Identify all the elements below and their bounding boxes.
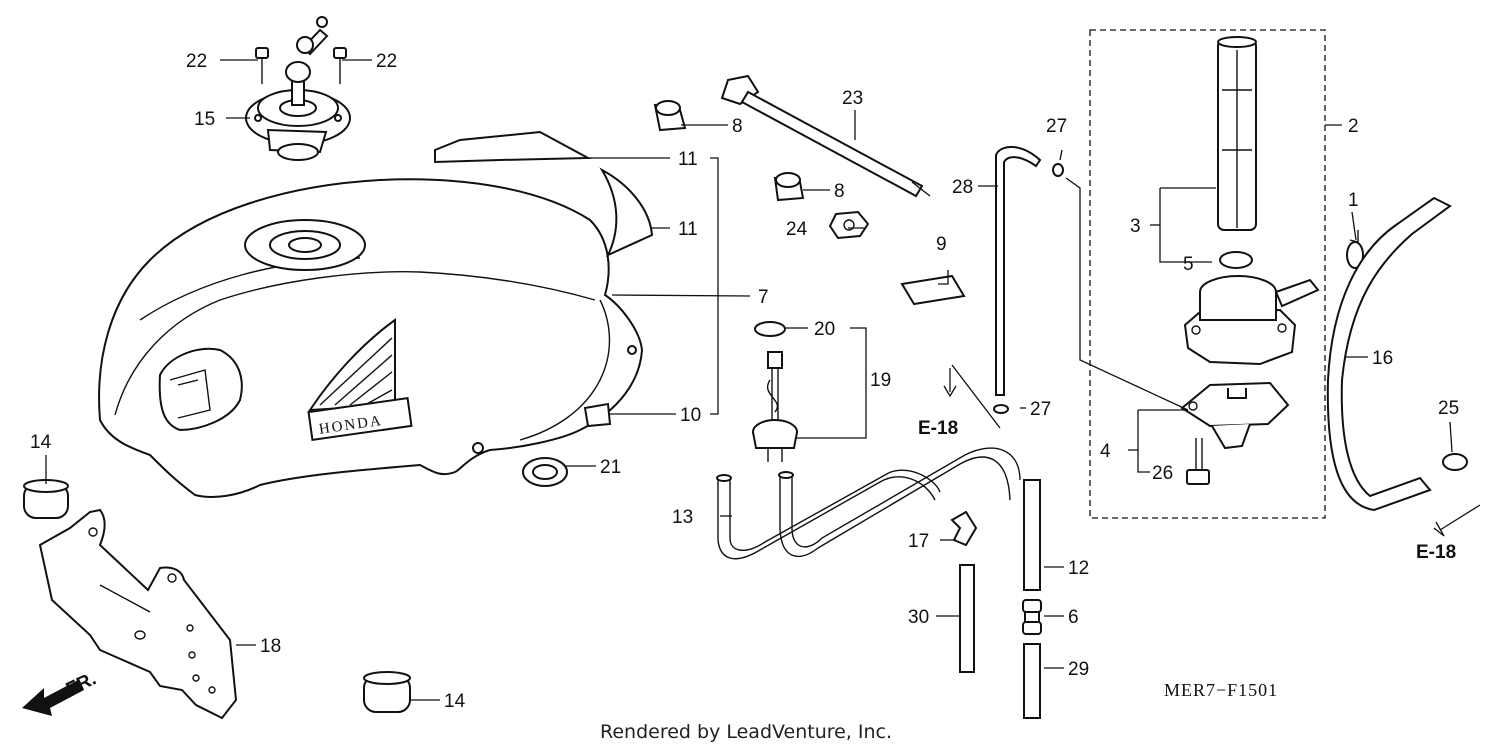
callout-28: 28	[952, 177, 973, 198]
callout-11-lower: 11	[678, 219, 698, 240]
fuel-hose	[1326, 196, 1452, 512]
sender-o-ring	[754, 321, 786, 337]
callout-21: 21	[600, 457, 621, 478]
fuel-tank: HONDA	[98, 178, 644, 498]
callout-2: 2	[1348, 116, 1359, 137]
callout-22-right: 22	[376, 51, 397, 72]
callout-20: 20	[814, 319, 835, 340]
front-arrow-icon	[22, 680, 84, 716]
render-credit: Rendered by LeadVenture, Inc.	[600, 721, 892, 743]
hose-cap	[1346, 230, 1364, 269]
reference-e18-left: E-18	[918, 418, 958, 439]
heat-guard	[38, 508, 238, 720]
grommet-upper	[653, 100, 687, 132]
valve-screw	[1186, 438, 1210, 485]
callout-4: 4	[1100, 441, 1111, 462]
callout-1: 1	[1348, 190, 1359, 211]
vent-tube	[1023, 643, 1041, 719]
callout-30: 30	[908, 607, 929, 628]
callout-24: 24	[786, 219, 808, 240]
fuel-strainer	[1217, 36, 1257, 231]
cap-bolt-right	[333, 47, 347, 84]
callout-16: 16	[1372, 348, 1393, 369]
callout-14-lower: 14	[444, 691, 466, 712]
cushion-lower	[363, 671, 411, 713]
tube-clip-upper	[1052, 163, 1064, 177]
callout-14-upper: 14	[30, 432, 52, 453]
tank-pad-lower	[599, 167, 654, 258]
callout-18: 18	[260, 636, 281, 657]
callout-9: 9	[936, 234, 947, 255]
reference-e18-right: E-18	[1416, 542, 1456, 563]
hose-clip	[583, 402, 612, 428]
long-bolt	[720, 74, 931, 198]
drain-hoses	[716, 447, 1021, 560]
callout-15: 15	[194, 109, 215, 130]
fuel-valve-body	[1183, 275, 1320, 366]
callout-23: 23	[842, 88, 863, 109]
breather-tube	[995, 146, 1042, 396]
callout-8-lower: 8	[834, 181, 845, 202]
tank-pad-upper	[434, 130, 592, 164]
callout-27-upper: 27	[1046, 116, 1067, 137]
callout-17: 17	[908, 531, 929, 552]
callout-numbers: 1 2 3 4 5 6 7 8 8 9 10 11 11 12 13 14 14…	[30, 51, 1459, 712]
ignition-key	[285, 16, 329, 106]
callout-3: 3	[1130, 216, 1141, 237]
callout-7: 7	[758, 287, 769, 308]
callout-22-left: 22	[186, 51, 207, 72]
callout-25: 25	[1438, 398, 1459, 419]
callout-27-lower: 27	[1030, 399, 1051, 420]
fuel-tube	[1023, 479, 1041, 591]
tube-joint	[1022, 599, 1042, 635]
callout-12: 12	[1068, 558, 1089, 579]
grommet-lower	[773, 172, 805, 202]
leader-lines	[45, 59, 1481, 701]
callout-11-upper: 11	[678, 149, 698, 170]
callout-19: 19	[870, 370, 891, 391]
caution-label	[900, 274, 966, 306]
flange-nut	[828, 210, 870, 240]
tube-clamp	[950, 510, 978, 547]
valve-o-ring	[1219, 251, 1253, 269]
overflow-tube	[959, 564, 975, 673]
hose-clip-25	[1442, 453, 1468, 471]
callout-6: 6	[1068, 607, 1079, 628]
callout-29: 29	[1068, 659, 1089, 680]
callout-13: 13	[672, 507, 693, 528]
callout-8-upper: 8	[732, 116, 743, 137]
cap-bolt-left	[255, 47, 269, 84]
valve-assembly-frame	[1089, 29, 1326, 519]
tube-clip-lower	[993, 404, 1009, 414]
fuel-level-sender	[752, 351, 798, 462]
callout-26: 26	[1152, 463, 1173, 484]
callout-5: 5	[1183, 254, 1194, 275]
cushion-upper	[23, 479, 69, 519]
callout-10: 10	[680, 405, 701, 426]
rubber-cushion	[522, 457, 568, 487]
drawing-code: MER7−F1501	[1164, 680, 1278, 700]
fuel-valve-cock	[1180, 381, 1290, 450]
